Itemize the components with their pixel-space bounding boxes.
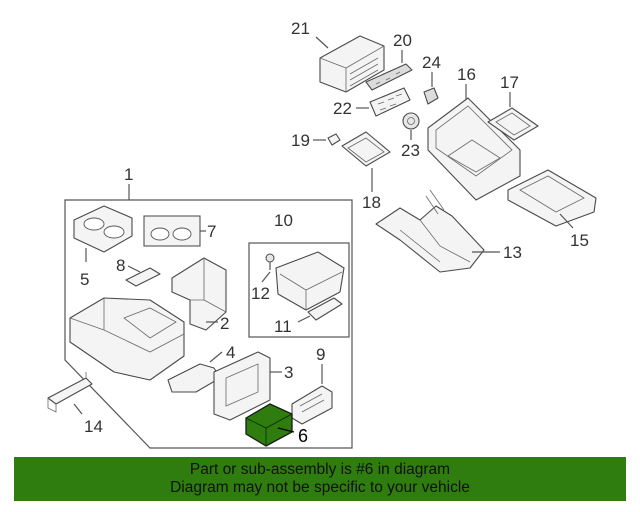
subassembly-10-frame: [248, 242, 350, 338]
part-15-rear-panel: [507, 169, 597, 227]
callout-22: 22: [333, 99, 352, 118]
part-4-trim: [167, 363, 221, 393]
parts-diagram: 21 20 24 16 17 22 19 23 18 1 10 7 15 13 …: [47, 19, 597, 449]
callout-20: 20: [393, 31, 412, 50]
callout-3: 3: [284, 363, 293, 382]
part-12-screw: [265, 253, 275, 270]
part-23-knob: [402, 112, 420, 130]
callout-8: 8: [116, 256, 125, 275]
callout-24: 24: [422, 53, 441, 72]
callout-9: 9: [316, 345, 325, 364]
part-6-highlighted: [245, 403, 293, 447]
part-16-finisher: [427, 97, 521, 201]
callout-7: 7: [207, 222, 216, 241]
callout-2: 2: [220, 314, 229, 333]
callout-18: 18: [362, 193, 381, 212]
callout-16: 16: [457, 65, 476, 84]
part-7-cup-insert: [143, 215, 201, 247]
callout-23: 23: [401, 141, 420, 160]
part-9-outlet: [291, 385, 333, 425]
part-10-armrest-lid: [275, 251, 345, 311]
part-5-cup-holder: [73, 205, 133, 253]
callout-12: 12: [251, 284, 270, 303]
callout-17: 17: [500, 73, 519, 92]
part-13-console-body: [375, 189, 485, 273]
part-14-bracket: [47, 372, 93, 413]
part-3-lower-panel: [213, 351, 271, 421]
part-8-pad: [125, 267, 161, 287]
info-banner: Part or sub-assembly is #6 in diagram Di…: [14, 457, 626, 501]
callout-14: 14: [84, 417, 103, 436]
callout-10: 10: [274, 211, 293, 230]
callout-15: 15: [570, 231, 589, 250]
part-18-tray: [341, 131, 391, 167]
part-20-switch-strip: [365, 63, 413, 91]
callout-6: 6: [298, 426, 308, 446]
callout-19: 19: [291, 131, 310, 150]
part-19-clip: [327, 133, 341, 146]
part-22-switch-panel: [369, 87, 411, 117]
part-2-bracket: [171, 257, 227, 331]
callout-11: 11: [274, 317, 292, 336]
callout-4: 4: [226, 343, 235, 362]
part-17-tray: [487, 107, 539, 141]
banner-line-2: Diagram may not be specific to your vehi…: [170, 479, 470, 496]
banner-line-1: Part or sub-assembly is #6 in diagram: [189, 461, 451, 478]
part-21-bezel: [319, 35, 385, 93]
callout-5: 5: [80, 270, 89, 289]
assembly-1-frame: [64, 199, 353, 449]
part-11-latch: [307, 297, 343, 321]
callout-1: 1: [124, 165, 133, 184]
callout-21: 21: [291, 19, 310, 38]
part-24-clip: [423, 87, 439, 105]
part-1-console-lower: [69, 297, 185, 381]
callout-13: 13: [503, 243, 522, 262]
